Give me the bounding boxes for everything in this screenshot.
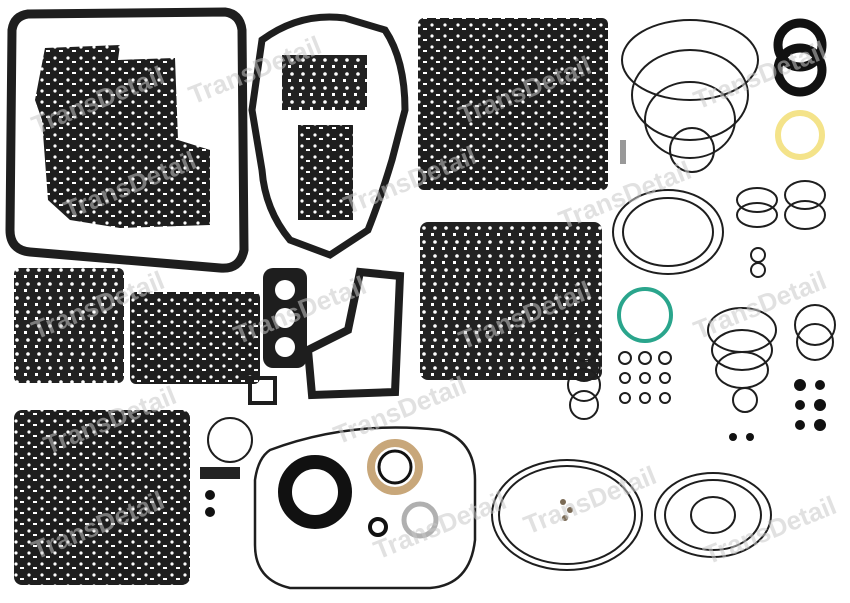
black-seals-stack	[773, 18, 827, 97]
pin	[620, 140, 626, 164]
right-o-rings	[707, 304, 836, 413]
mid-right-o-rings	[612, 180, 826, 278]
plate-bottom-left	[14, 410, 190, 585]
yellow-ring	[775, 110, 825, 160]
separator-plate-top	[418, 18, 608, 190]
plate-center-mid	[130, 292, 260, 384]
large-oval-gasket	[253, 426, 477, 590]
separator-plate-mid	[420, 222, 602, 380]
tiny-seals	[729, 379, 826, 441]
small-o-ring-cluster	[567, 287, 673, 420]
small-gaskets	[248, 267, 405, 405]
small-seals-bottom-left	[200, 417, 253, 517]
bottom-large-o-rings	[491, 459, 772, 571]
large-o-rings	[621, 19, 759, 173]
pan-gasket	[5, 7, 249, 273]
screws	[560, 499, 573, 521]
plate-left-mid	[14, 268, 124, 383]
cover-gasket	[248, 13, 409, 259]
